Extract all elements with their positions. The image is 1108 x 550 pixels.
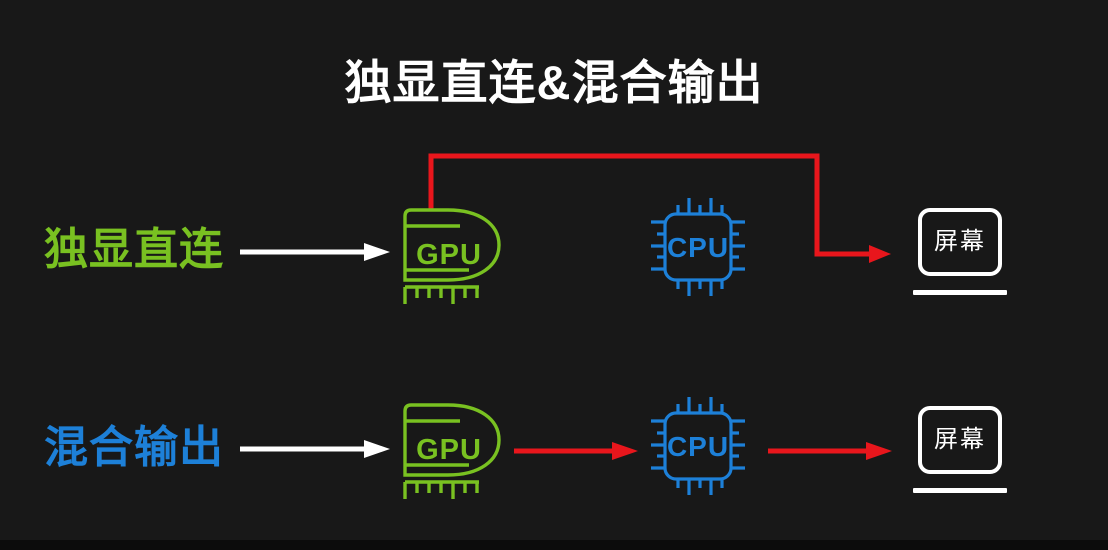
screen-icon: 屏幕 [913, 404, 1007, 494]
cpu-pins-top [676, 397, 724, 413]
red-arrow-cpu-to-screen [768, 442, 892, 460]
cpu-pins-left [651, 419, 665, 470]
screen-label: 屏幕 [934, 228, 986, 255]
cpu-icon-label: CPU [667, 232, 729, 263]
red-bypass-path-gpu-to-screen [428, 153, 891, 263]
screen-stand-line [913, 290, 1007, 295]
cpu-icon: CPU [651, 397, 745, 495]
cpu-pins-right [731, 419, 745, 470]
screen-frame: 屏幕 [918, 406, 1002, 474]
gpu-connector-pins [403, 285, 479, 304]
cpu-pins-left [651, 220, 665, 271]
label-hybrid-mode: 混合输出 [44, 423, 224, 472]
cpu-pins-bottom [676, 280, 724, 296]
arrow-head [612, 442, 638, 460]
gpu-icon-label: GPU [416, 434, 482, 466]
gpu-connector-pins [403, 480, 479, 499]
gpu-outline [403, 208, 501, 282]
cpu-icon: CPU [651, 198, 745, 296]
white-arrow-direct [240, 243, 390, 261]
arrow-head [364, 440, 390, 458]
gpu-icon-label: GPU [416, 239, 482, 271]
red-arrow-gpu-to-cpu [514, 442, 638, 460]
cpu-pins-bottom [676, 479, 724, 495]
bypass-line [428, 153, 870, 257]
arrow-head [364, 243, 390, 261]
label-direct-mode: 独显直连 [44, 225, 224, 274]
gpu-icon: GPU [403, 403, 501, 499]
gpu-outline [403, 403, 501, 477]
screen-stand-line [913, 488, 1007, 493]
screen-label: 屏幕 [934, 426, 986, 453]
cpu-icon-label: CPU [667, 431, 729, 462]
gpu-icon: GPU [403, 208, 501, 304]
screen-icon: 屏幕 [913, 206, 1007, 296]
bypass-arrow-head [869, 245, 891, 263]
cpu-pins-top [676, 198, 724, 214]
white-arrow-hybrid [240, 440, 390, 458]
page-title: 独显直连&混合输出 [344, 56, 764, 109]
arrow-head [866, 442, 892, 460]
screen-frame: 屏幕 [918, 208, 1002, 276]
cpu-pins-right [731, 220, 745, 271]
bottom-edge-shadow [0, 540, 1108, 550]
